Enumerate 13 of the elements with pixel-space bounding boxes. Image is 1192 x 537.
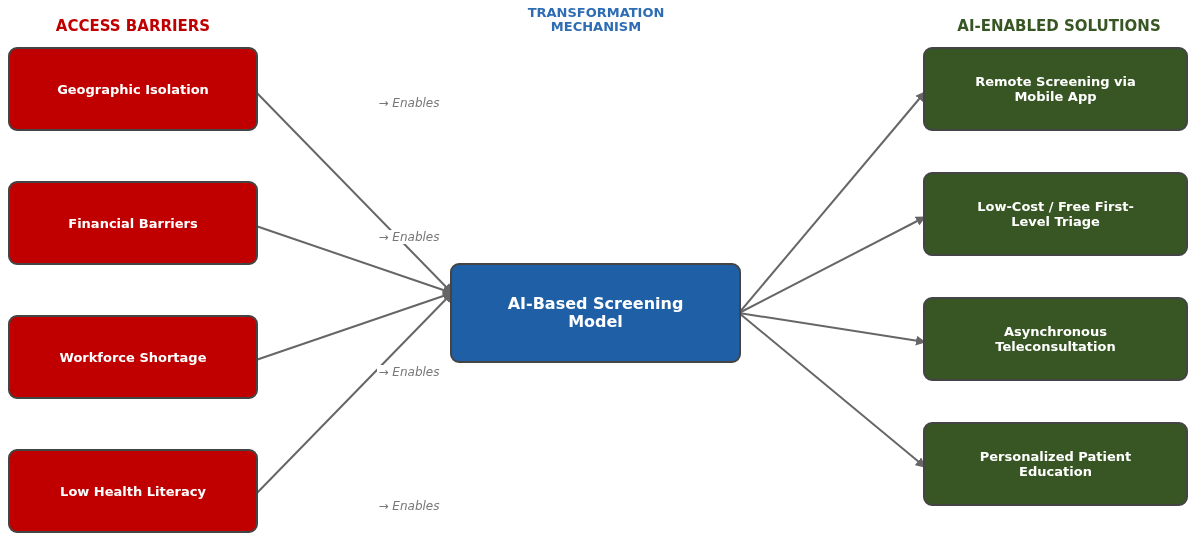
note: → Enables xyxy=(376,499,442,513)
barrier-box: Geographic Isolation xyxy=(8,47,258,131)
barrier-box: Financial Barriers xyxy=(8,181,258,265)
barrier-box: Workforce Shortage xyxy=(8,315,258,399)
solution-box: Remote Screening via Mobile App xyxy=(923,47,1188,131)
solution-box: Low-Cost / Free First-Level Triage xyxy=(923,172,1188,256)
note: → Enables xyxy=(376,365,442,379)
note: → Enables xyxy=(376,230,442,244)
solution-box: Asynchronous Teleconsultation xyxy=(923,297,1188,381)
note: → Enables xyxy=(376,96,442,110)
model-box: AI-Based Screening Model xyxy=(450,263,741,363)
barrier-box: Low Health Literacy xyxy=(8,449,258,533)
solution-box: Personalized Patient Education xyxy=(923,422,1188,506)
